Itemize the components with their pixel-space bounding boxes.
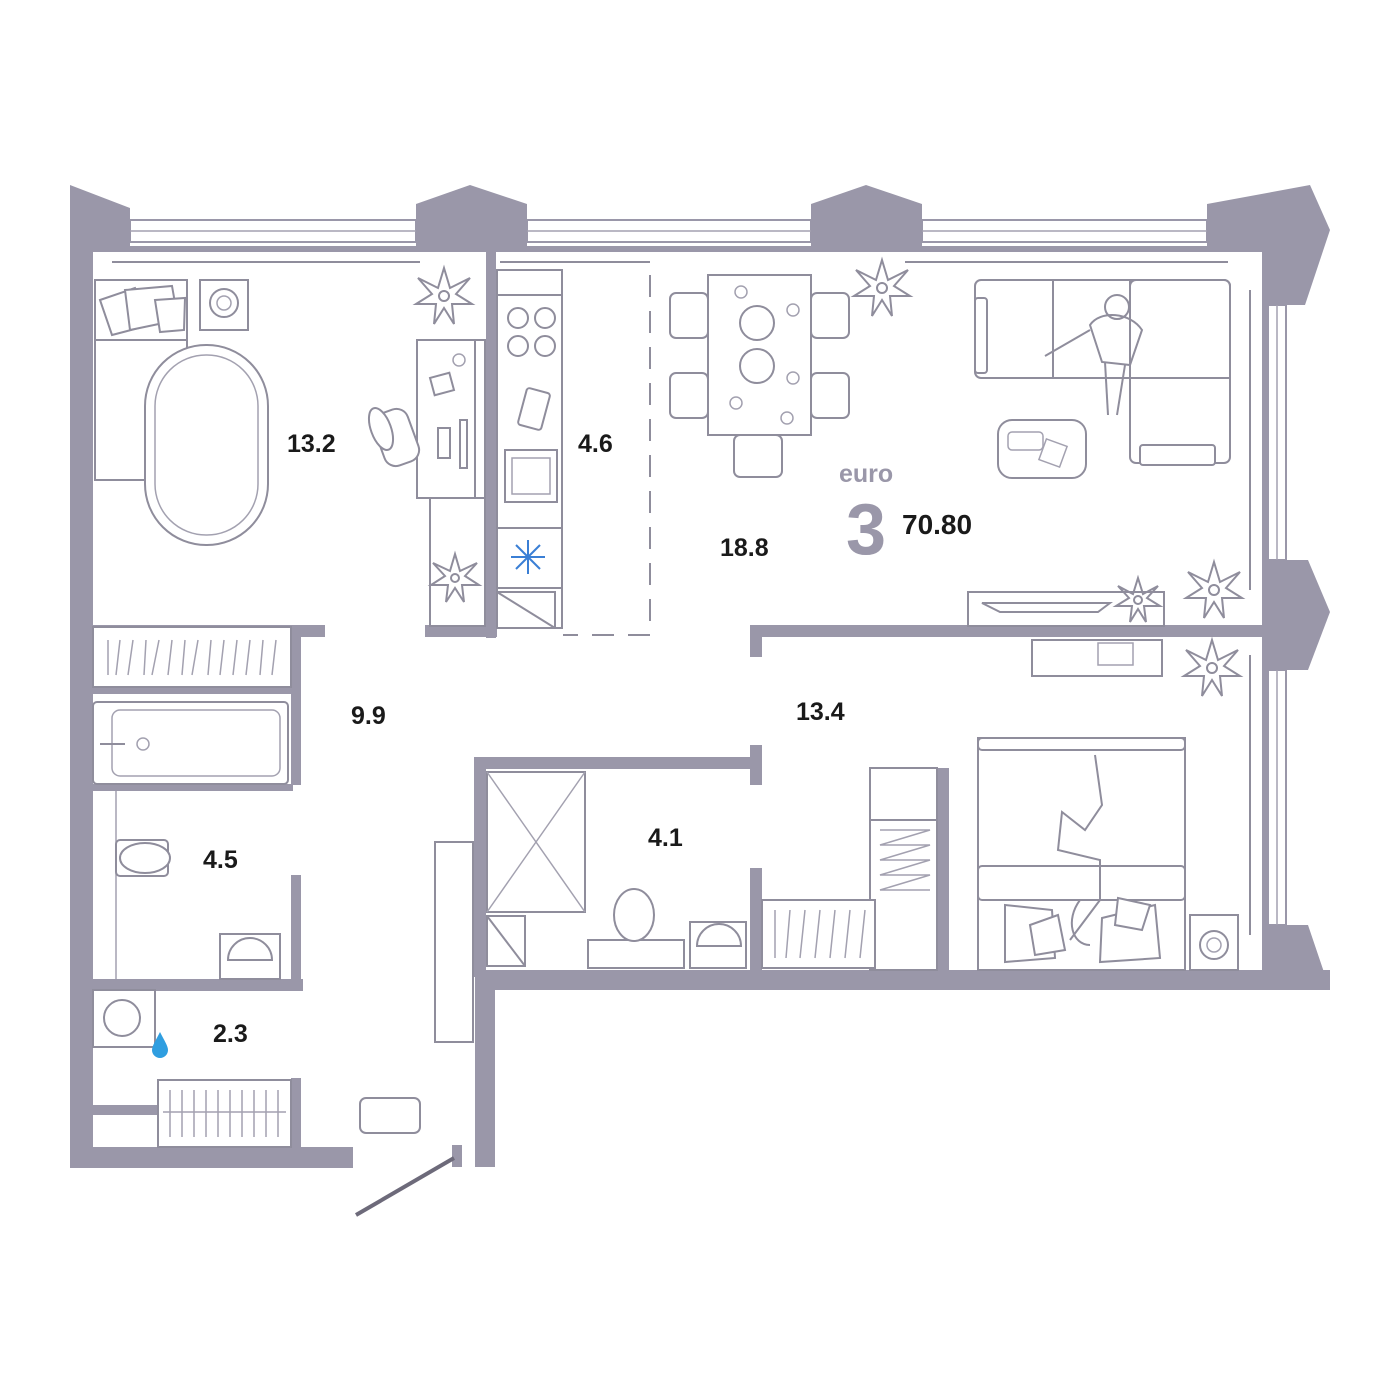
bedroom-right-furniture [869, 639, 1239, 971]
plant-icon [1112, 574, 1164, 623]
laundry-furniture [92, 989, 292, 1148]
area-label-shower-room: 4.1 [648, 824, 683, 852]
area-label-bedroom-right: 13.4 [796, 698, 845, 726]
area-label-kitchen: 4.6 [578, 430, 613, 458]
area-label-bathroom: 4.5 [203, 846, 238, 874]
area-label-bedroom-left: 13.2 [287, 430, 336, 458]
plants [412, 256, 1246, 697]
plant-icon [1180, 636, 1244, 697]
plant-icon [1182, 558, 1246, 619]
water-drop-icon [152, 1032, 168, 1058]
plant-icon [412, 264, 476, 325]
badge-type-label: euro [839, 460, 893, 488]
kitchen-furniture [496, 269, 651, 636]
windows [129, 219, 1287, 926]
shower-room-furniture [486, 771, 876, 969]
badge-total-area: 70.80 [902, 509, 972, 540]
curtains [112, 261, 1251, 935]
bathroom-furniture [92, 701, 289, 980]
area-label-hallway: 9.9 [351, 702, 386, 730]
badge-room-count: 3 [846, 490, 886, 570]
walls [70, 185, 1330, 1168]
apartment-badge: euro 3 70.80 [839, 460, 972, 570]
plant-icon [850, 256, 914, 317]
area-label-laundry: 2.3 [213, 1020, 248, 1048]
snowflake-icon [511, 540, 545, 574]
area-label-living-room: 18.8 [720, 534, 769, 562]
hallway-furniture [92, 626, 474, 1217]
living-room-furniture [669, 274, 1231, 627]
plant-icon [427, 550, 483, 603]
area-labels: 13.2 4.6 18.8 9.9 13.4 4.5 4.1 2.3 [203, 430, 845, 1048]
